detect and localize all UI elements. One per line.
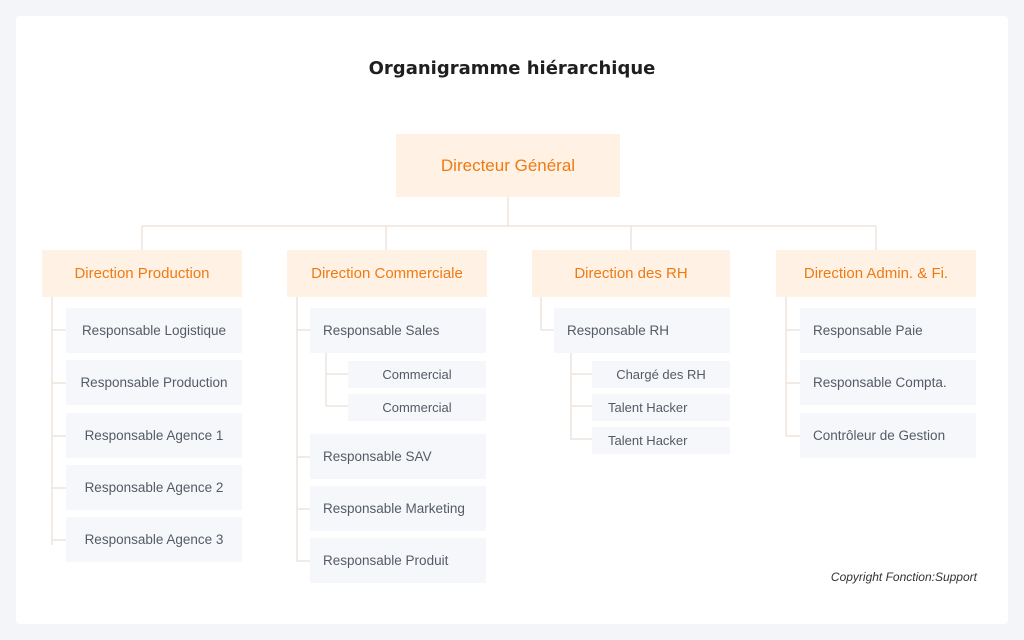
node-direction-commerciale: Direction Commerciale	[287, 250, 487, 297]
node-responsable-production: Responsable Production	[66, 360, 242, 405]
copyright-text: Copyright Fonction:Support	[830, 570, 977, 584]
node-responsable-agence-2: Responsable Agence 2	[66, 465, 242, 510]
node-responsable-agence-1: Responsable Agence 1	[66, 413, 242, 458]
node-commercial-2: Commercial	[348, 394, 486, 421]
node-responsable-marketing: Responsable Marketing	[310, 486, 486, 531]
node-responsable-sav: Responsable SAV	[310, 434, 486, 479]
node-responsable-agence-3: Responsable Agence 3	[66, 517, 242, 562]
node-directeur-general: Directeur Général	[396, 134, 620, 197]
node-responsable-produit: Responsable Produit	[310, 538, 486, 583]
node-charge-des-rh: Chargé des RH	[592, 361, 730, 388]
node-responsable-rh: Responsable RH	[554, 308, 730, 353]
node-talent-hacker-2: Talent Hacker	[592, 427, 730, 454]
node-direction-production: Direction Production	[42, 250, 242, 297]
node-direction-admin: Direction Admin. & Fi.	[776, 250, 976, 297]
node-commercial-1: Commercial	[348, 361, 486, 388]
node-responsable-paie: Responsable Paie	[800, 308, 976, 353]
node-responsable-sales: Responsable Sales	[310, 308, 486, 353]
node-controleur-de-gestion: Contrôleur de Gestion	[800, 413, 976, 458]
node-talent-hacker-1: Talent Hacker	[592, 394, 730, 421]
node-responsable-logistique: Responsable Logistique	[66, 308, 242, 353]
node-direction-rh: Direction des RH	[532, 250, 730, 297]
page-title: Organigramme hiérarchique	[368, 58, 656, 79]
node-responsable-compta: Responsable Compta.	[800, 360, 976, 405]
